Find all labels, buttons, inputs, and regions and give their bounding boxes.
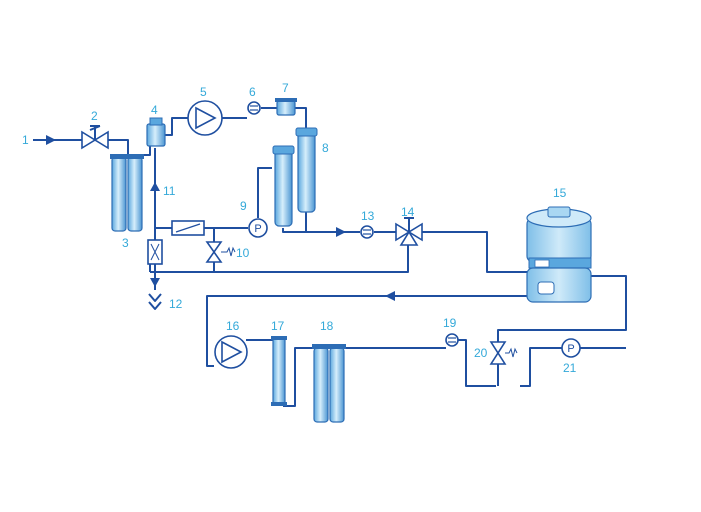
label-12: 12 bbox=[169, 297, 183, 311]
flow-arrow-return bbox=[385, 291, 395, 301]
label-13: 13 bbox=[361, 209, 375, 223]
drain-symbol bbox=[148, 293, 162, 310]
label-2: 2 bbox=[91, 109, 98, 123]
pressure-symbol-21: P bbox=[567, 343, 574, 355]
inlet-valve-2 bbox=[81, 125, 109, 150]
three-way-valve-14 bbox=[395, 217, 423, 246]
pressure-gauge-21: P bbox=[561, 338, 581, 358]
flow-sensor-6 bbox=[247, 101, 261, 115]
label-20: 20 bbox=[474, 346, 488, 360]
label-18: 18 bbox=[320, 319, 334, 333]
prefilter-cartridge-3 bbox=[110, 154, 144, 232]
piping bbox=[33, 107, 627, 407]
label-9: 9 bbox=[240, 199, 247, 213]
label-11: 11 bbox=[163, 184, 176, 198]
label-4: 4 bbox=[151, 103, 158, 117]
polishing-cartridge-18 bbox=[312, 344, 346, 423]
inlet-sensor-4 bbox=[146, 117, 166, 147]
orifice bbox=[147, 239, 163, 265]
inlet-arrow bbox=[46, 135, 56, 145]
pressure-symbol-9: P bbox=[254, 223, 261, 235]
valve-10 bbox=[205, 241, 236, 263]
label-15: 15 bbox=[553, 186, 567, 200]
flow-sensor-19 bbox=[445, 333, 459, 347]
pump-16 bbox=[214, 335, 248, 369]
label-17: 17 bbox=[271, 319, 285, 333]
uv-unit-17 bbox=[271, 336, 287, 406]
cartridge-8 bbox=[272, 127, 318, 227]
label-10: 10 bbox=[236, 246, 250, 260]
flow-arrow-13 bbox=[336, 227, 346, 237]
pump-5 bbox=[187, 100, 223, 136]
flow-sensor-13 bbox=[360, 225, 374, 239]
label-7: 7 bbox=[282, 81, 289, 95]
label-5: 5 bbox=[200, 85, 207, 99]
label-16: 16 bbox=[226, 319, 240, 333]
label-3: 3 bbox=[122, 236, 129, 250]
label-8: 8 bbox=[322, 141, 329, 155]
label-1: 1 bbox=[22, 133, 29, 147]
pressure-gauge-9: P bbox=[248, 218, 268, 238]
component-labels: 1 2 3 4 5 6 7 8 9 10 11 12 13 14 15 16 1… bbox=[22, 81, 577, 375]
flow-arrow-11 bbox=[150, 182, 160, 191]
label-14: 14 bbox=[401, 205, 415, 219]
valve-20 bbox=[489, 341, 518, 365]
vessel-7 bbox=[275, 98, 297, 116]
label-19: 19 bbox=[443, 316, 457, 330]
flow-restrictor bbox=[171, 220, 205, 236]
label-6: 6 bbox=[249, 85, 256, 99]
storage-tank-15 bbox=[526, 206, 592, 303]
label-21: 21 bbox=[563, 361, 577, 375]
flow-arrow-drain bbox=[150, 278, 160, 287]
